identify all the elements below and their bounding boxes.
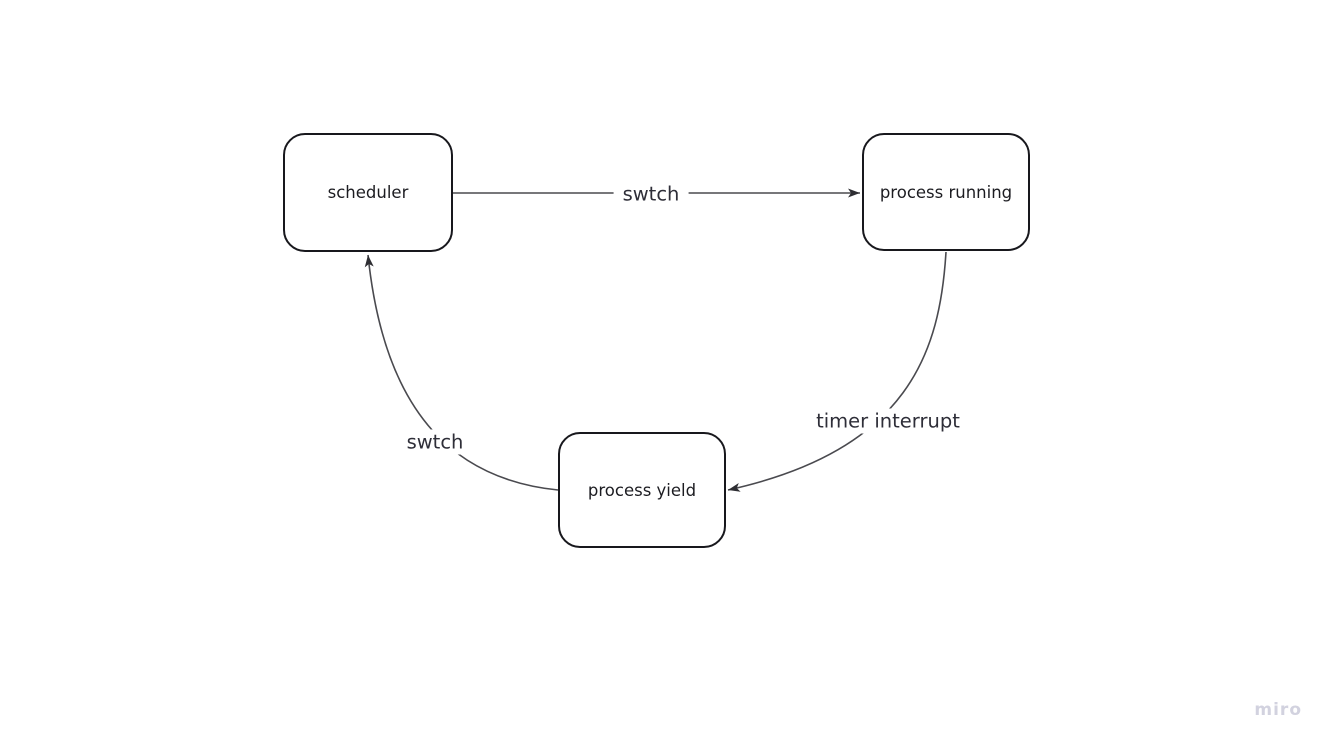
- miro-logo: miro: [1254, 700, 1302, 720]
- edge-label-swtch-left[interactable]: swtch: [397, 429, 473, 455]
- node-process-running-label: process running: [879, 182, 1013, 202]
- node-scheduler[interactable]: scheduler: [283, 133, 453, 252]
- node-process-running[interactable]: process running: [862, 133, 1030, 251]
- connector-process-yield-to-scheduler[interactable]: [364, 254, 559, 491]
- node-process-yield[interactable]: process yield: [558, 432, 726, 548]
- node-scheduler-label: scheduler: [327, 183, 409, 202]
- connector-process-running-to-process-yield[interactable]: [727, 251, 947, 492]
- edge-label-timer-interrupt[interactable]: timer interrupt: [807, 408, 969, 434]
- edge-label-swtch-top[interactable]: swtch: [613, 181, 689, 207]
- node-process-yield-label: process yield: [587, 480, 697, 500]
